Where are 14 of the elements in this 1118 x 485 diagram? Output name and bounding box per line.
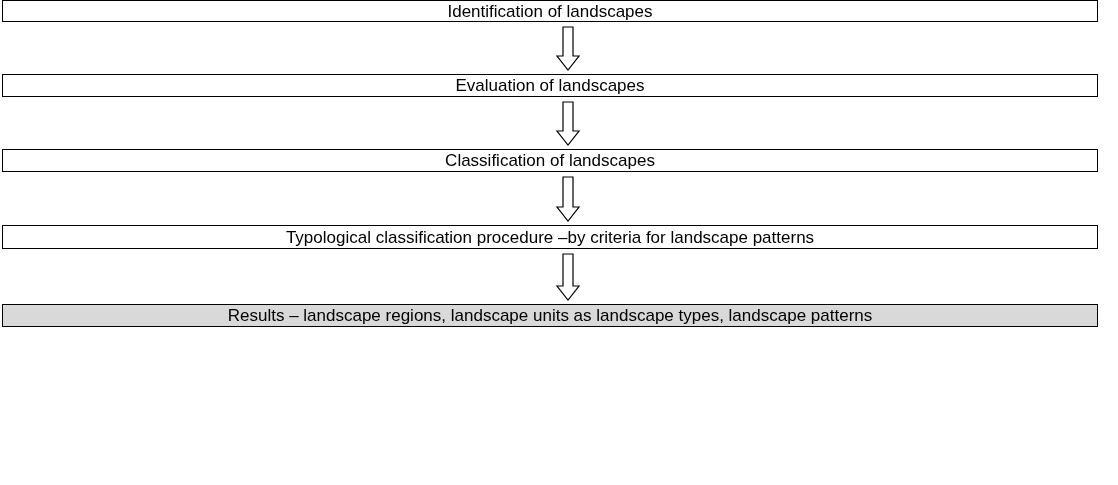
block-arrow (555, 101, 581, 146)
process-box (2, 149, 1098, 172)
process-box (2, 225, 1098, 249)
box-label: Typological classification procedure –by criteria for landscape patterns (285, 228, 815, 246)
box-label: Identification of landscapes (447, 2, 653, 20)
block-arrow (555, 26, 581, 71)
box-label: Results – landscape regions, landscape units as landscape types, landscape patterns (227, 307, 873, 324)
process-box (2, 74, 1098, 97)
block-arrow (555, 176, 581, 222)
box-label: Evaluation of landscapes (455, 77, 645, 94)
block-arrow (555, 253, 581, 301)
process-box (2, 304, 1098, 327)
box-label: Classification of landscapes (445, 152, 655, 169)
process-box (2, 0, 1098, 22)
